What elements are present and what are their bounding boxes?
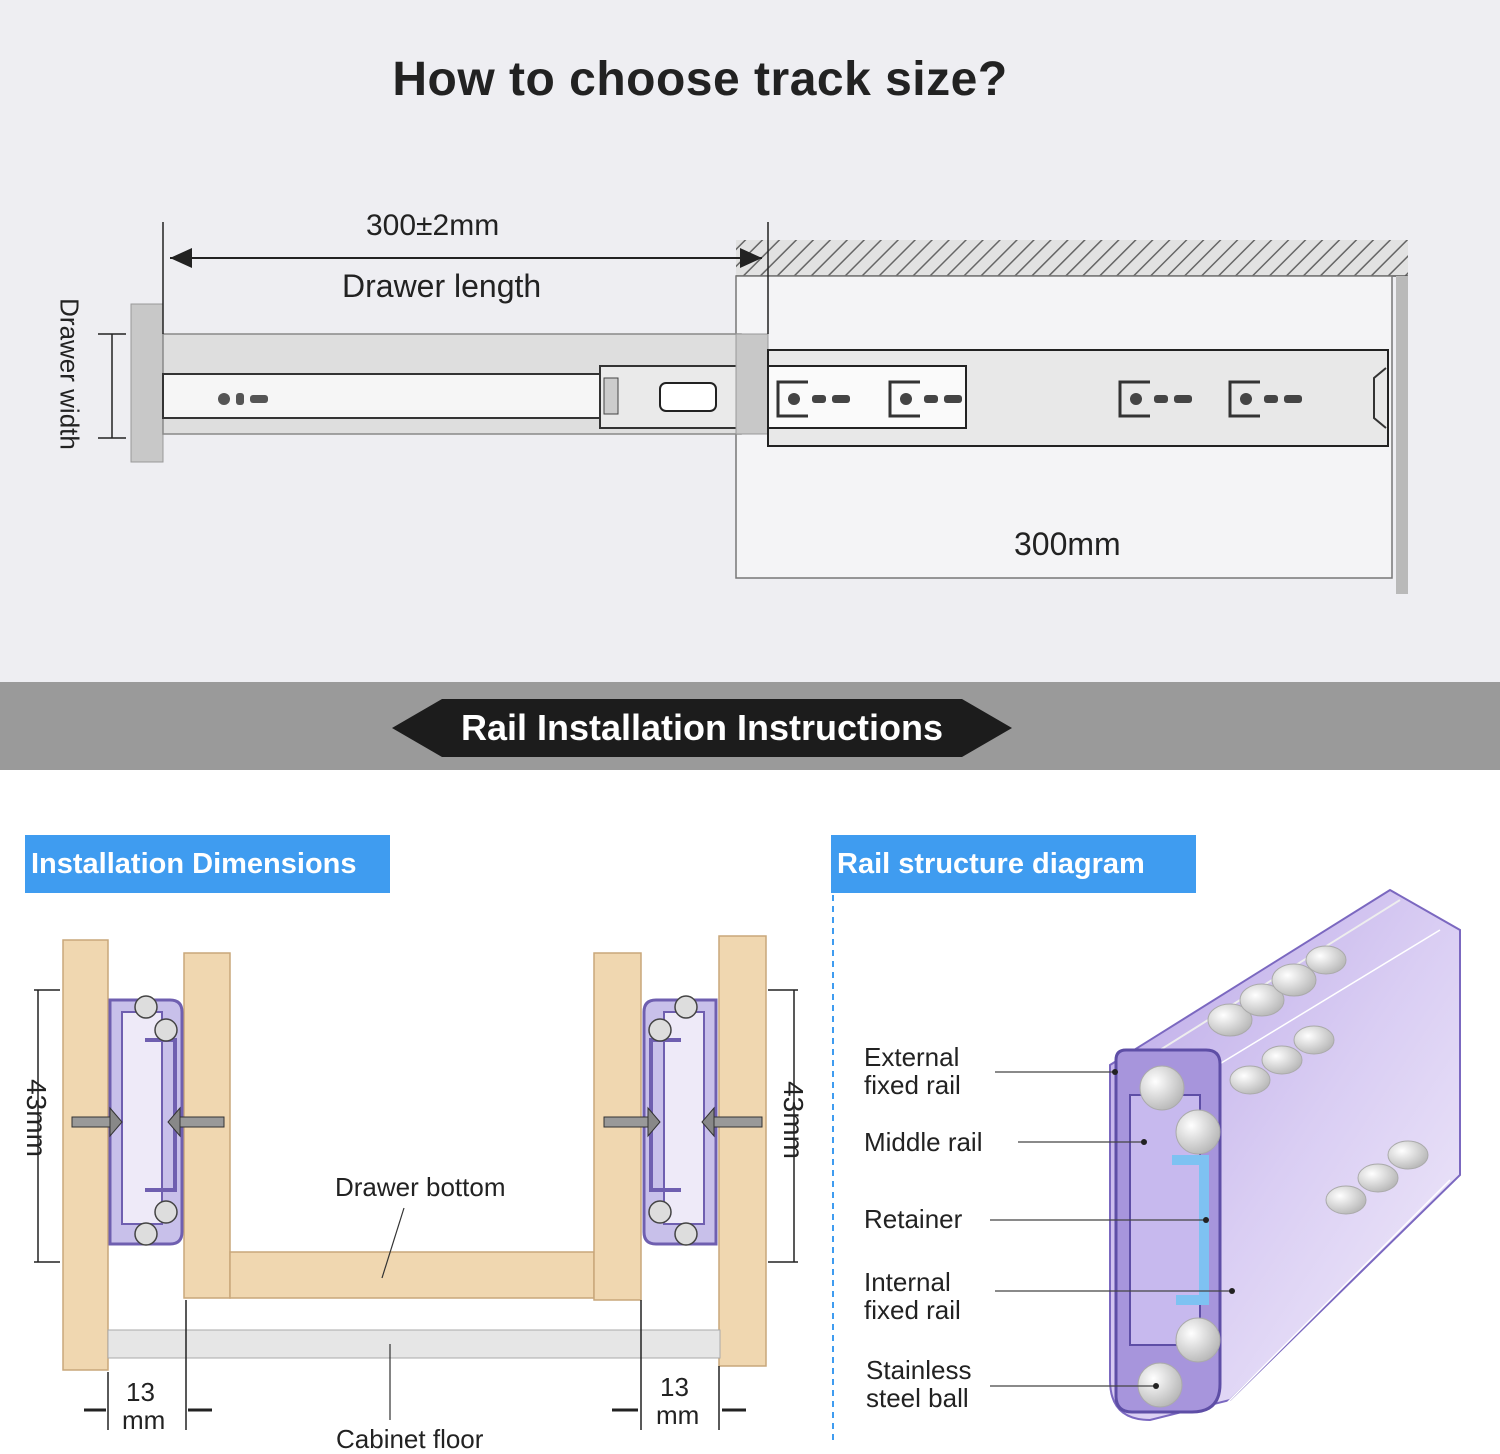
drawer-length-value: 300±2mm bbox=[366, 209, 500, 242]
internal-rail-label-2: fixed rail bbox=[864, 1295, 961, 1325]
drawer-length-label: Drawer length bbox=[342, 268, 542, 304]
wall-hatch bbox=[736, 240, 1408, 276]
page-title: How to choose track size? bbox=[392, 53, 1008, 106]
right-cabinet-wall bbox=[718, 935, 767, 1367]
cabinet-floor-label: Cabinet floor bbox=[336, 1424, 484, 1454]
banner-title: Rail Installation Instructions bbox=[460, 707, 944, 748]
gap-right-number: 13 bbox=[660, 1372, 689, 1402]
cabinet-floor bbox=[107, 1329, 721, 1359]
left-screws bbox=[71, 1106, 225, 1138]
track-size-diagram bbox=[98, 222, 1408, 594]
height-right-label: 43mm bbox=[778, 1081, 809, 1159]
gap-left-number: 13 bbox=[126, 1377, 155, 1407]
installation-tag: Installation Dimensions bbox=[25, 835, 390, 893]
drawer-bottom-board bbox=[229, 1251, 595, 1299]
drawer-bottom-label: Drawer bottom bbox=[335, 1172, 506, 1202]
steel-ball-label-2: steel ball bbox=[866, 1383, 969, 1413]
rail-length-label: 300mm bbox=[1014, 526, 1121, 562]
cabinet-side bbox=[1396, 276, 1408, 594]
rail-cross-section bbox=[1114, 1048, 1222, 1414]
steel-ball-label-1: Stainless bbox=[866, 1355, 972, 1385]
height-left-label: 43mm bbox=[21, 1079, 52, 1157]
right-rail-profile bbox=[642, 995, 718, 1246]
installation-diagram bbox=[34, 935, 798, 1430]
retainer bbox=[1172, 1155, 1209, 1305]
banner-arrow bbox=[392, 699, 1012, 757]
left-rail-profile bbox=[108, 995, 184, 1246]
gap-left-unit: mm bbox=[122, 1405, 166, 1435]
external-rail-label-2: fixed rail bbox=[864, 1070, 961, 1100]
rail-body bbox=[1109, 888, 1461, 1422]
gap-right-unit: mm bbox=[656, 1400, 700, 1430]
middle-rail-label: Middle rail bbox=[864, 1127, 983, 1157]
left-cabinet-wall bbox=[62, 939, 109, 1371]
structure-tag: Rail structure diagram bbox=[831, 835, 1196, 893]
retainer-label: Retainer bbox=[864, 1204, 963, 1234]
internal-rail-label-1: Internal bbox=[864, 1267, 951, 1297]
drawer-front bbox=[130, 303, 164, 463]
external-rail-label-1: External bbox=[864, 1042, 960, 1072]
right-screws bbox=[603, 1106, 763, 1138]
